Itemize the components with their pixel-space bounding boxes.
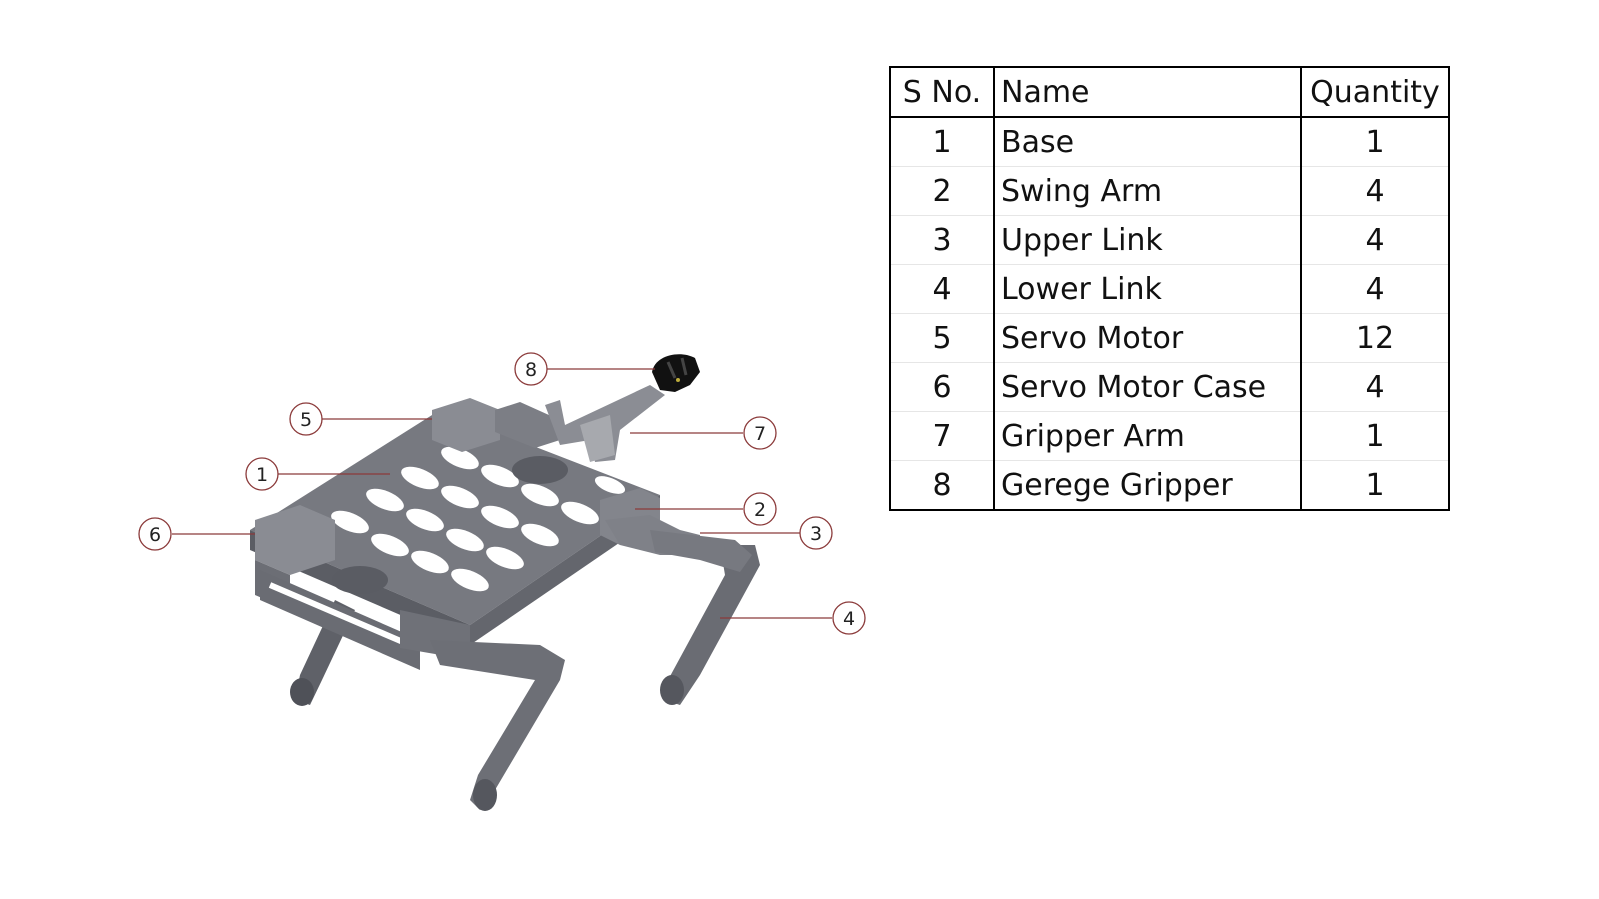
cell-sno: 6 bbox=[889, 362, 995, 412]
cell-sno: 3 bbox=[889, 215, 995, 265]
cell-sno: 5 bbox=[889, 313, 995, 363]
cell-name: Swing Arm bbox=[993, 166, 1302, 216]
cell-name: Gerege Gripper bbox=[993, 460, 1302, 511]
table-row: 7 Gripper Arm 1 bbox=[889, 411, 1450, 461]
cell-name: Gripper Arm bbox=[993, 411, 1302, 461]
cell-quantity: 4 bbox=[1300, 264, 1450, 314]
callout-label: 8 bbox=[525, 359, 537, 381]
gerege-gripper bbox=[652, 354, 700, 392]
table-row: 6 Servo Motor Case 4 bbox=[889, 362, 1450, 412]
cell-name: Servo Motor Case bbox=[993, 362, 1302, 412]
table-row: 5 Servo Motor 12 bbox=[889, 313, 1450, 363]
cell-quantity: 4 bbox=[1300, 362, 1450, 412]
cell-quantity: 4 bbox=[1300, 215, 1450, 265]
header-name: Name bbox=[993, 66, 1302, 118]
callout-3: 3 bbox=[799, 516, 833, 550]
table-row: 4 Lower Link 4 bbox=[889, 264, 1450, 314]
callout-label: 2 bbox=[754, 499, 766, 521]
table-row: 1 Base 1 bbox=[889, 117, 1450, 167]
callout-label: 3 bbox=[810, 523, 822, 545]
servo-motor-rear bbox=[432, 398, 560, 452]
callout-label: 1 bbox=[256, 464, 268, 486]
callouts: 1 2 3 4 5 6 7 8 bbox=[138, 352, 866, 635]
callout-1: 1 bbox=[245, 457, 279, 491]
cell-name: Servo Motor bbox=[993, 313, 1302, 363]
header-sno: S No. bbox=[889, 66, 995, 118]
servo-motor-case-front-left bbox=[255, 505, 420, 670]
table-row: 8 Gerege Gripper 1 bbox=[889, 460, 1450, 511]
callout-4: 4 bbox=[832, 601, 866, 635]
cell-sno: 8 bbox=[889, 460, 995, 511]
callout-label: 4 bbox=[843, 608, 855, 630]
upper-link-front-right bbox=[650, 530, 752, 572]
cell-sno: 4 bbox=[889, 264, 995, 314]
cell-quantity: 1 bbox=[1300, 460, 1450, 511]
leg-rear-right bbox=[660, 545, 760, 705]
cell-sno: 1 bbox=[889, 117, 995, 167]
callout-8: 8 bbox=[514, 352, 548, 386]
leader-lines bbox=[172, 368, 832, 619]
cell-name: Base bbox=[993, 117, 1302, 167]
leg-front-left bbox=[430, 640, 565, 811]
robot-assembly-drawing: 1 2 3 4 5 6 7 8 bbox=[138, 352, 866, 811]
cell-quantity: 12 bbox=[1300, 313, 1450, 363]
cell-name: Upper Link bbox=[993, 215, 1302, 265]
callout-6: 6 bbox=[138, 517, 172, 551]
cell-sno: 7 bbox=[889, 411, 995, 461]
cell-quantity: 1 bbox=[1300, 117, 1450, 167]
cell-quantity: 4 bbox=[1300, 166, 1450, 216]
table-row: 3 Upper Link 4 bbox=[889, 215, 1450, 265]
bill-of-materials-table: S No. Name Quantity 1 Base 1 2 Swing Arm… bbox=[889, 66, 1450, 511]
header-quantity: Quantity bbox=[1300, 66, 1450, 118]
cell-sno: 2 bbox=[889, 166, 995, 216]
callout-5: 5 bbox=[289, 402, 323, 436]
callout-label: 7 bbox=[754, 423, 766, 445]
callout-label: 6 bbox=[149, 524, 161, 546]
callout-7: 7 bbox=[743, 416, 777, 450]
cell-quantity: 1 bbox=[1300, 411, 1450, 461]
table-row: 2 Swing Arm 4 bbox=[889, 166, 1450, 216]
callout-label: 5 bbox=[300, 409, 312, 431]
gripper-arm bbox=[545, 385, 665, 462]
callout-2: 2 bbox=[743, 492, 777, 526]
table-header-row: S No. Name Quantity bbox=[889, 66, 1450, 118]
cell-name: Lower Link bbox=[993, 264, 1302, 314]
